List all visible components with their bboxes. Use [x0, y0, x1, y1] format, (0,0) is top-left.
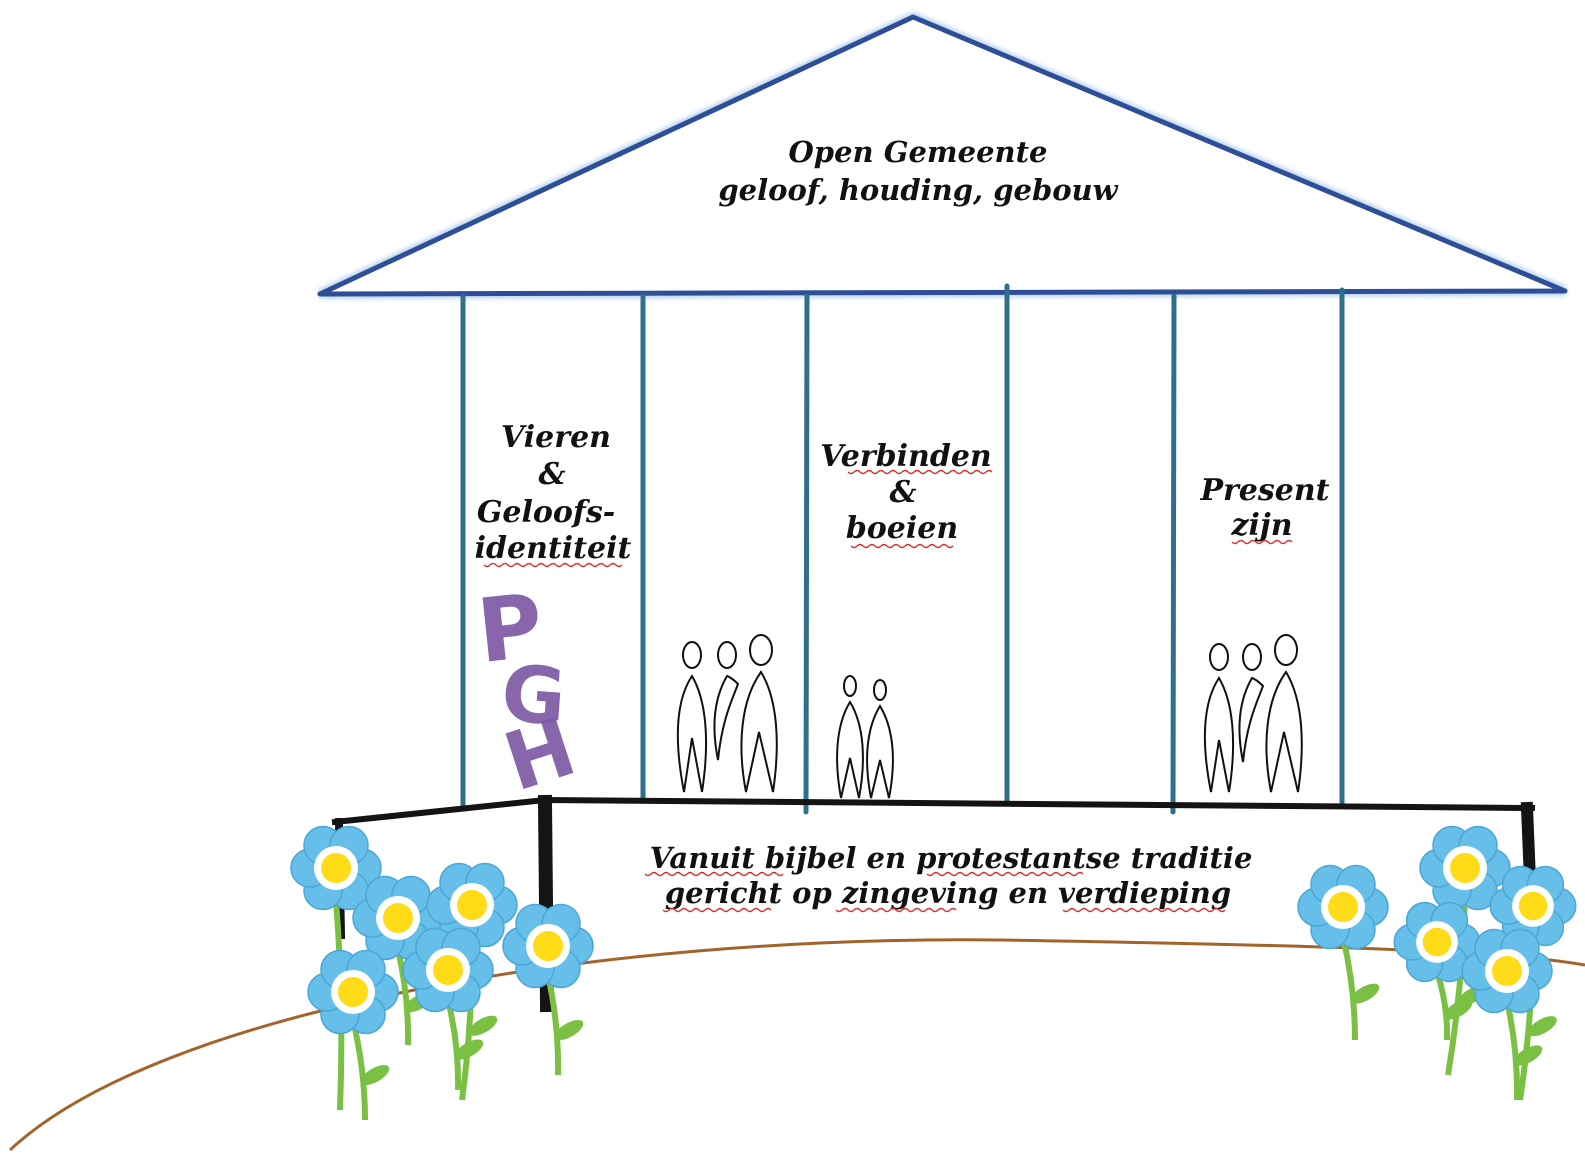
flower-beds	[290, 825, 1577, 1121]
flower-center	[383, 903, 413, 933]
spellcheck-squiggle	[850, 543, 954, 549]
pillar-vieren-line: identiteit	[475, 531, 632, 566]
spellcheck-squiggle	[644, 871, 784, 877]
flower	[1393, 901, 1481, 983]
spellcheck-squiggle	[835, 907, 957, 913]
flower-leaf	[1350, 983, 1380, 1004]
pillars	[460, 283, 1345, 815]
spellcheck-squiggle	[483, 562, 623, 568]
people-group-right	[1203, 634, 1303, 793]
flower	[1297, 864, 1389, 950]
flower-leaf	[360, 1064, 390, 1086]
logo-letter-p: P	[473, 574, 548, 683]
flower	[426, 862, 518, 948]
foundation-line-1: Vanuit bijbel en protestantse traditie	[650, 841, 1253, 875]
flower-center	[533, 931, 563, 961]
pillar-verbinden-line: &	[889, 475, 916, 510]
flower-leaf	[554, 1019, 584, 1041]
flower-stem	[350, 1019, 368, 1121]
flower	[1461, 928, 1553, 1014]
flower-center	[433, 955, 463, 985]
flower	[290, 825, 382, 911]
pillar-present: Present zijn	[1199, 473, 1330, 545]
pillar-vieren-line: &	[538, 457, 565, 492]
flower	[502, 903, 594, 989]
pillar-vieren: Vieren & Geloofs- identiteit	[475, 420, 632, 568]
spellcheck-squiggle	[847, 469, 993, 475]
flower-stem	[445, 999, 462, 1091]
spellcheck-squiggle	[926, 871, 1084, 877]
flower	[1489, 865, 1577, 947]
flower-leaf	[468, 1015, 498, 1036]
flower-center	[1422, 927, 1452, 957]
flower-center	[1518, 891, 1548, 921]
pillar-verbinden-line: boeien	[846, 511, 958, 546]
flower-leaf	[1513, 1045, 1543, 1066]
flower	[307, 949, 399, 1035]
pillar-verbinden: Verbinden & boeien	[820, 439, 993, 549]
pgh-logo: P G H	[473, 574, 586, 809]
spellcheck-squiggle	[1231, 539, 1293, 545]
pillar-verbinden-line: Verbinden	[820, 439, 991, 474]
spellcheck-squiggle	[1062, 907, 1226, 913]
pillar-vieren-line: Vieren	[501, 420, 611, 455]
logo-letter-g: G	[499, 649, 569, 743]
flower-center	[338, 977, 368, 1007]
roof: Open Gemeente geloof, houding, gebouw	[317, 11, 1568, 299]
pillar-line	[1170, 293, 1177, 815]
pillar-present-line: Present	[1199, 473, 1329, 508]
flower-stem	[1504, 1000, 1521, 1101]
spellcheck-squiggle	[662, 907, 772, 913]
flower-stem	[395, 949, 412, 1046]
pillar-present-line: zijn	[1230, 508, 1292, 543]
flower-leaf	[1443, 999, 1473, 1020]
pillar-line	[803, 293, 810, 815]
flower	[402, 927, 494, 1013]
flower-stem	[1434, 971, 1451, 1041]
flower-stem	[1340, 936, 1358, 1041]
flower-center	[1450, 853, 1480, 883]
foundation-line-2: gericht op zingeving en verdieping	[665, 876, 1231, 910]
flower	[1419, 825, 1511, 911]
flower-center	[1492, 956, 1522, 986]
roof-subtitle: geloof, houding, gebouw	[718, 173, 1118, 207]
people-group-left	[676, 634, 778, 793]
flower-center	[457, 890, 487, 920]
flower-leaf	[1528, 1016, 1557, 1037]
logo-letter-h: H	[494, 700, 586, 809]
pillar-vieren-line: Geloofs-	[477, 495, 615, 530]
people-group-middle	[836, 675, 894, 799]
flower-center	[1328, 892, 1358, 922]
roof-title: Open Gemeente	[789, 135, 1048, 169]
flower-center	[321, 853, 351, 883]
flower-stem	[545, 974, 562, 1076]
flower-leaf	[454, 1039, 484, 1060]
